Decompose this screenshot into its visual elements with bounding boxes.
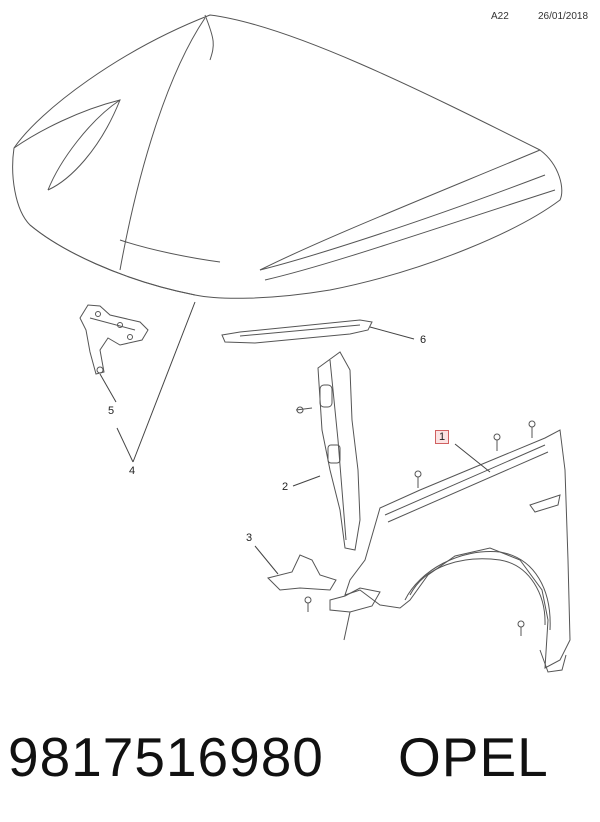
callout-1: 1 xyxy=(435,430,450,444)
callout-5: 5 xyxy=(108,405,115,417)
fender-support-bracket xyxy=(295,351,361,551)
fastener-screws xyxy=(343,420,536,641)
screw-icon xyxy=(528,420,536,438)
exploded-parts-diagram xyxy=(12,14,571,673)
callout-4: 4 xyxy=(129,465,136,477)
lower-fender-bracket xyxy=(267,554,337,612)
part-number: 9817516980 xyxy=(8,726,324,788)
diagram-code: A22 xyxy=(491,11,509,22)
callout-6: 6 xyxy=(420,334,427,346)
callout-3: 3 xyxy=(246,532,253,544)
screw-icon xyxy=(493,433,501,451)
screw-icon xyxy=(414,470,422,488)
callout-2: 2 xyxy=(282,481,289,493)
screw-icon xyxy=(517,620,525,636)
brand-name: OPEL xyxy=(398,726,549,788)
screw-icon xyxy=(343,611,351,641)
fender-seal-strip xyxy=(221,319,373,344)
leader-lines xyxy=(99,301,491,575)
hood-panel xyxy=(12,14,563,299)
diagram-date: 26/01/2018 xyxy=(538,11,589,22)
front-fender xyxy=(329,429,571,673)
hood-hinge xyxy=(79,304,149,375)
